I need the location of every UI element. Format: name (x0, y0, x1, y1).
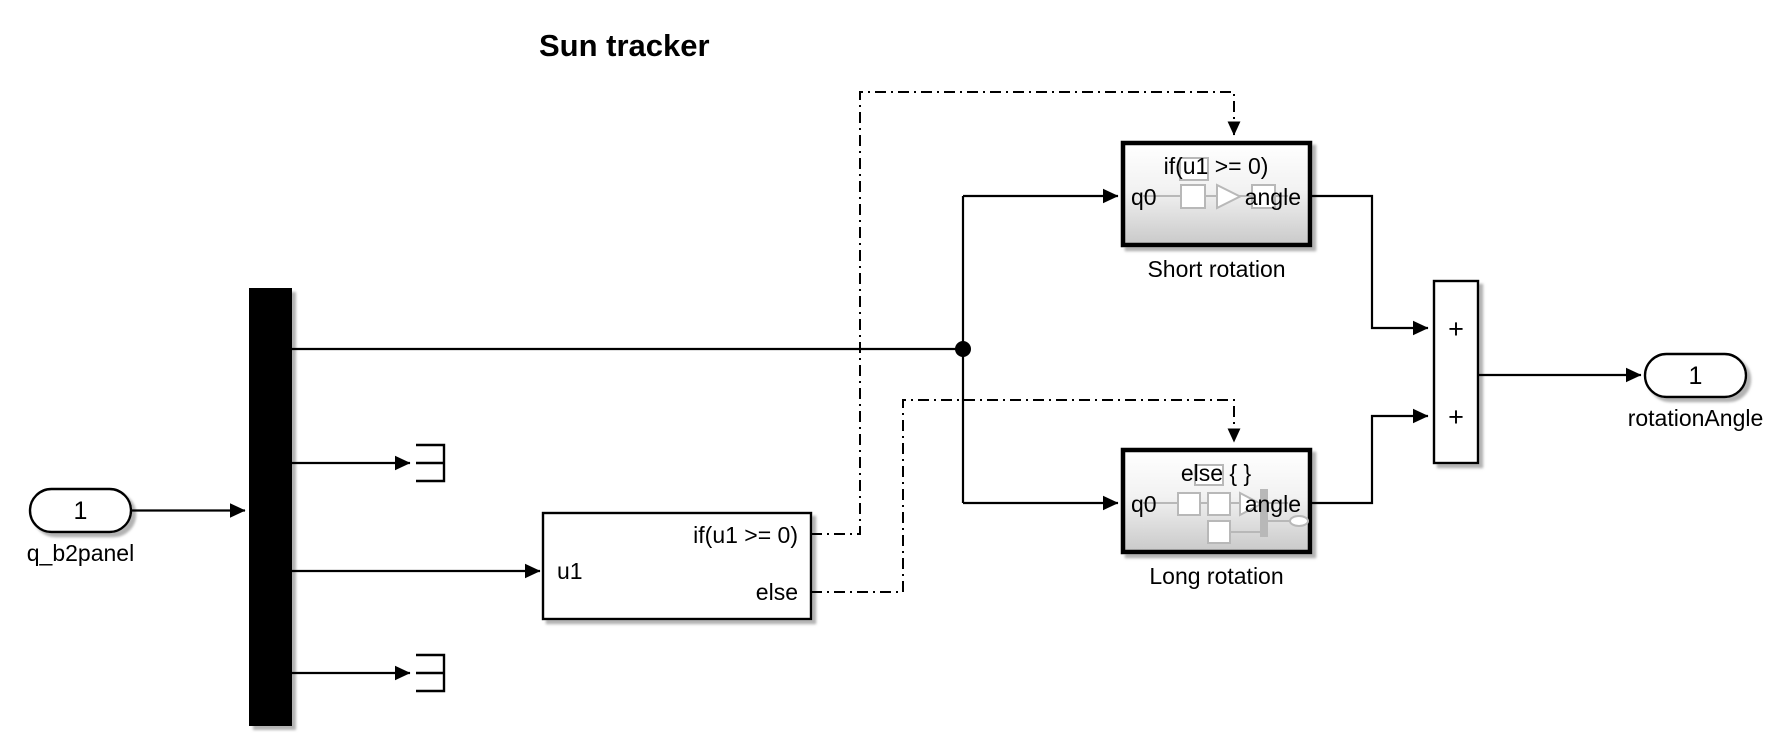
terminator-2[interactable] (416, 653, 446, 693)
long-rotation-preview-box-0 (1194, 464, 1224, 486)
short-rotation-input-label: q0 (1131, 184, 1157, 210)
short-rotation-output-label: angle (1245, 184, 1301, 210)
if-block-input-label: u1 (557, 558, 583, 584)
wire-long-rotation-to-sum (1310, 408, 1429, 505)
inport-number: 1 (74, 497, 88, 525)
long-rotation-preview-bar (1260, 489, 1268, 537)
if-block[interactable]: u1 if(u1 >= 0) else (541, 511, 813, 621)
long-rotation-label: Long rotation (1149, 563, 1283, 589)
control-wire-else-to-long-rotation (811, 399, 1241, 593)
long-rotation-preview-box-2 (1207, 492, 1231, 516)
short-rotation-preview-box-2 (1251, 184, 1276, 209)
outport-shape (1643, 352, 1748, 399)
sum-sign-2: + (1448, 402, 1464, 432)
long-rotation-preview-box-3 (1207, 520, 1231, 544)
control-wire-if-to-short-rotation (811, 91, 1241, 535)
short-rotation-header: if(u1 >= 0) (1164, 153, 1269, 179)
short-rotation-preview-triangle (1216, 183, 1243, 210)
short-rotation-preview-box-0 (1179, 157, 1209, 181)
outport-number: 1 (1689, 362, 1703, 390)
short-rotation-preview-box-1 (1180, 184, 1206, 209)
long-rotation-input-label: q0 (1131, 491, 1157, 517)
demux-shape (249, 288, 292, 726)
sum-block-shape (1432, 279, 1480, 465)
inport-q-b2panel[interactable]: 1 q_b2panel (27, 487, 134, 566)
demux-block[interactable] (249, 288, 292, 726)
signal-branch-point (955, 341, 971, 357)
wire-short-rotation-to-sum (1310, 194, 1429, 336)
long-rotation-preview-triangle (1239, 491, 1264, 517)
long-rotation-preview-box-1 (1177, 492, 1201, 516)
long-rotation-output-label: angle (1245, 491, 1301, 517)
if-block-shape (541, 511, 813, 621)
if-block-output-else-label: else (756, 579, 798, 605)
short-rotation-shape (1120, 140, 1313, 248)
long-rotation-header: else { } (1181, 460, 1252, 486)
long-rotation-preview-terminal (1289, 515, 1309, 527)
outport-rotation-angle[interactable]: 1 rotationAngle (1628, 352, 1764, 431)
page-title: Sun tracker (539, 28, 710, 63)
terminator-1[interactable] (416, 443, 446, 483)
if-block-output-if-label: if(u1 >= 0) (693, 522, 798, 548)
sum-sign-1: + (1448, 314, 1464, 344)
sum-block[interactable]: + + (1432, 279, 1480, 465)
long-rotation-subsystem[interactable]: else { } q0 angle Long rotation (1120, 447, 1313, 589)
inport-label: q_b2panel (27, 540, 134, 566)
outport-label: rotationAngle (1628, 405, 1764, 431)
short-rotation-subsystem[interactable]: if(u1 >= 0) q0 angle Short rotation (1120, 140, 1313, 282)
short-rotation-label: Short rotation (1147, 256, 1285, 282)
